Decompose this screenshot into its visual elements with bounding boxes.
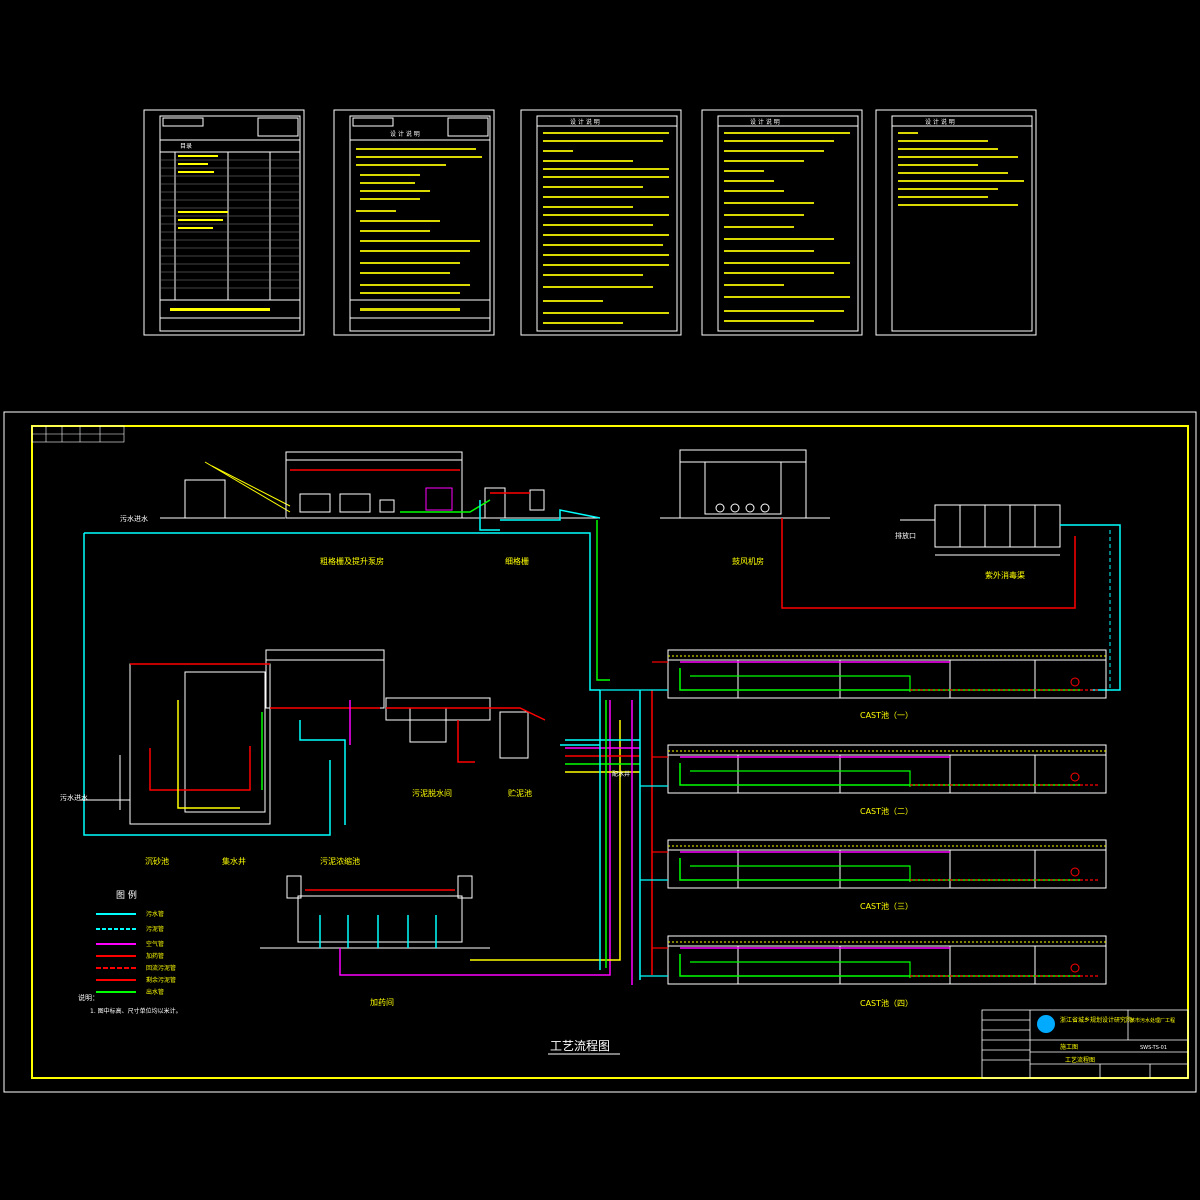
cast-tank-1 — [667, 649, 1107, 699]
legend-swatches — [96, 913, 136, 993]
notes2-text — [543, 132, 669, 324]
drawing-title: 工艺流程图 — [550, 1038, 610, 1053]
manifold — [565, 690, 653, 985]
label-dosing: 加药间 — [370, 997, 394, 1007]
label-distribution: 配水井 — [612, 770, 630, 778]
label-sludge-thickener: 污泥浓缩池 — [320, 856, 360, 866]
cast-tank-2 — [667, 744, 1107, 794]
sheet-notes-3 — [701, 109, 863, 336]
cast-tank-4 — [667, 935, 1107, 985]
label-grit: 沉砂池 — [145, 856, 169, 866]
notes4-heading: 设 计 说 明 — [925, 118, 955, 126]
label-blower: 鼓风机房 — [732, 556, 764, 566]
label-cast-3: CAST池（三） — [860, 901, 913, 911]
label-uv: 紫外消毒渠 — [985, 570, 1025, 580]
note-text: 1. 图中标高、尺寸单位均以米计。 — [90, 1007, 182, 1015]
tank-branches — [600, 661, 668, 977]
legend-item-3: 加药管 — [146, 952, 164, 960]
tb-project: 某市污水处理厂工程 — [1130, 1017, 1175, 1024]
label-cast-2: CAST池（二） — [860, 806, 913, 816]
cover-text-lines — [170, 155, 270, 311]
label-coarse-screen: 粗格栅及提升泵房 — [320, 556, 384, 566]
revision-table — [31, 425, 125, 443]
sludge-pipes — [130, 663, 600, 825]
legend-item-1: 污泥管 — [146, 925, 164, 933]
sheet-notes-1 — [333, 109, 495, 336]
sludge-area — [80, 649, 529, 825]
outer-frame — [3, 411, 1197, 1093]
profile-top — [160, 451, 600, 519]
outlet-pipe — [1060, 524, 1121, 691]
notes3-heading: 设 计 说 明 — [750, 118, 780, 126]
label-sludge-dewater: 污泥脱水间 — [412, 788, 452, 798]
tb-drawing: 工艺流程图 — [1065, 1056, 1095, 1064]
sludge-return-top — [781, 518, 1076, 609]
legend-item-5: 剩余污泥管 — [146, 976, 176, 984]
sewage-trunk-top — [84, 532, 600, 691]
inner-frame — [31, 425, 1189, 1079]
notes1-text — [356, 148, 482, 311]
legend-item-2: 空气管 — [146, 940, 164, 948]
tb-company: 浙江省城乡规划设计研究院 — [1060, 1016, 1132, 1024]
notes1-heading: 设 计 说 明 — [390, 130, 420, 138]
sheet-notes-4 — [875, 109, 1037, 336]
label-fine-screen: 细格栅 — [505, 556, 529, 566]
legend-item-0: 污水管 — [146, 910, 164, 918]
label-outfall: 排放口 — [895, 531, 916, 540]
notes3-text — [724, 132, 850, 322]
sheet-cover — [143, 109, 305, 336]
label-grit-well: 集水井 — [222, 856, 246, 866]
cast-tank-3 — [667, 839, 1107, 889]
title-block — [981, 1009, 1189, 1079]
company-logo — [1037, 1015, 1055, 1033]
label-cast-4: CAST池（四） — [860, 998, 913, 1008]
air-trunk — [596, 520, 610, 681]
legend-labels: 污水管 污泥管 空气管 加药管 回流污泥管 剩余污泥管 出水管 — [146, 910, 176, 996]
label-inlet-left: 污水进水 — [60, 793, 88, 802]
tb-number: SWS-TS-01 — [1140, 1045, 1167, 1051]
dosing-house — [260, 875, 490, 949]
blower-house — [660, 449, 830, 519]
legend-title: 图 例 — [116, 889, 137, 901]
tb-stage: 施工图 — [1060, 1043, 1078, 1051]
cover-rows — [160, 159, 300, 289]
label-storage: 贮泥池 — [508, 788, 532, 798]
uv-channel — [900, 504, 1061, 556]
notes4-text — [898, 132, 1024, 206]
legend-item-4: 回流污泥管 — [146, 964, 176, 972]
cover-heading: 目录 — [180, 142, 192, 150]
sheet-notes-2 — [520, 109, 682, 336]
dosing-pipes — [305, 700, 621, 976]
legend-item-6: 出水管 — [146, 988, 164, 996]
notes2-heading: 设 计 说 明 — [570, 118, 600, 126]
label-cast-1: CAST池（一） — [860, 710, 913, 720]
note-label: 说明： — [78, 993, 99, 1002]
label-inlet-top: 污水进水 — [120, 514, 148, 523]
profile-pipes — [290, 469, 601, 531]
sewage-trunk-left — [83, 533, 331, 836]
